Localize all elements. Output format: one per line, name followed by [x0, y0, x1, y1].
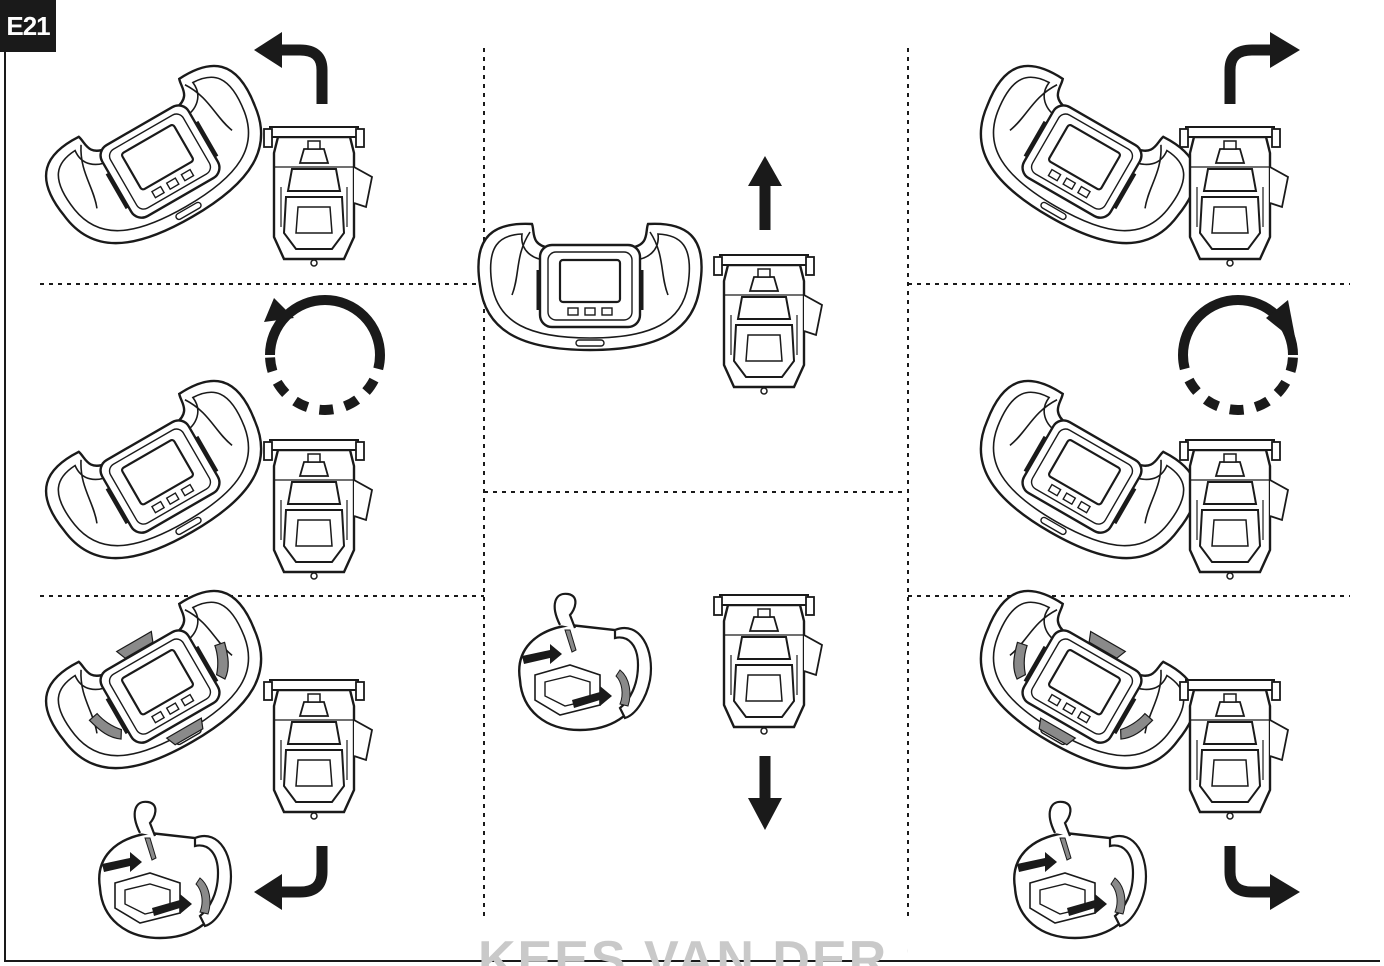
robot-car-icon — [1180, 440, 1288, 579]
turn-right-arrow-icon — [1230, 32, 1300, 104]
wheel-controller-icon — [478, 224, 701, 350]
panel-rotate-clockwise — [953, 300, 1296, 588]
wheel-controller-icon — [32, 577, 288, 798]
panel-reverse-turn-right — [953, 577, 1300, 938]
wheel-side-view-icon — [1014, 802, 1146, 938]
panel-forward — [478, 156, 822, 394]
robot-car-icon — [264, 680, 372, 819]
wheel-side-view-icon — [519, 594, 651, 730]
robot-car-icon — [714, 255, 822, 394]
wheel-controller-icon — [953, 52, 1209, 273]
panel-reverse-turn-left — [32, 577, 372, 938]
reverse-turn-left-arrow-icon — [254, 846, 322, 910]
robot-car-icon — [714, 595, 822, 734]
panel-turn-right — [953, 32, 1300, 273]
wheel-controller-icon — [32, 52, 288, 273]
forward-arrow-icon — [748, 156, 782, 230]
reverse-arrow-icon — [748, 756, 782, 830]
turn-left-arrow-icon — [254, 32, 322, 104]
panel-reverse — [519, 594, 822, 830]
wheel-controller-icon — [953, 367, 1209, 588]
robot-car-icon — [1180, 127, 1288, 266]
wheel-side-view-icon — [99, 802, 231, 938]
robot-car-icon — [1180, 680, 1288, 819]
wheel-controller-icon — [32, 367, 288, 588]
reverse-turn-right-arrow-icon — [1230, 846, 1300, 910]
robot-car-icon — [264, 127, 372, 266]
panel-rotate-counterclockwise — [32, 298, 380, 588]
watermark-text: KEES VAN DER SPEK — [478, 930, 908, 966]
panel-turn-left — [32, 32, 372, 273]
robot-car-icon — [264, 440, 372, 579]
wheel-controller-icon — [953, 577, 1209, 798]
